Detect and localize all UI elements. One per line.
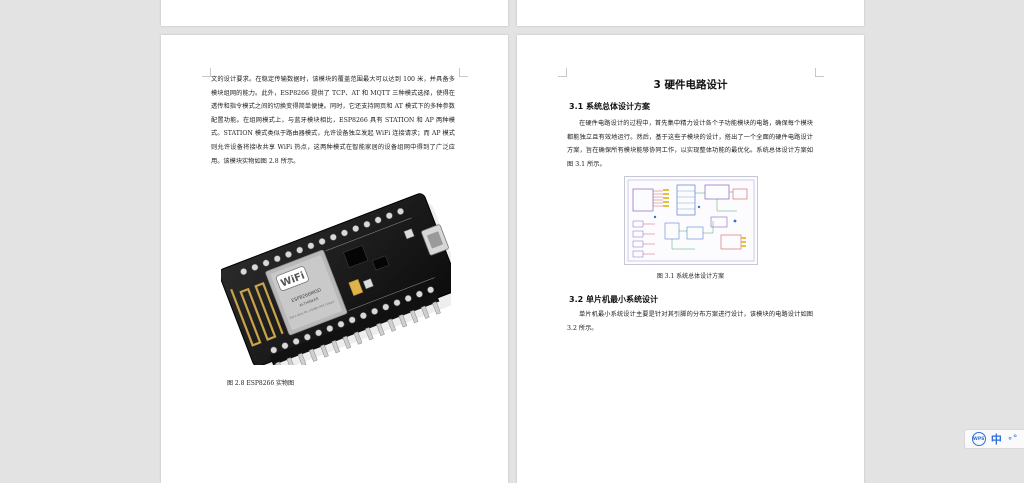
body-paragraph: 在硬件电路设计的过程中，首先集中精力设计各个子功能模块的电路，确保每个模块都能独…	[567, 120, 813, 168]
body-paragraph: 单片机最小系统设计主要是针对其引脚的分布方案进行设计，该模块的电路设计如图 3.…	[567, 311, 813, 332]
regulator-chip	[372, 255, 390, 271]
section-title: 3.1 系统总体设计方案	[569, 102, 650, 111]
chapter-title: 3 硬件电路设计	[653, 79, 728, 91]
system-schematic-figure	[624, 176, 758, 265]
esp8266-photo: WiFi ESP8266MOD AI-THINKER ISM 2.4GHz PA…	[221, 193, 451, 365]
section-title: 3.2 单片机最小系统设计	[569, 295, 658, 304]
more-options-icon[interactable]: ∘°	[1007, 434, 1018, 444]
body-paragraph: 文的设计要求。在稳定传输数据时，该模块的覆盖范围最大可以达到 100 米，并具备…	[211, 76, 455, 165]
capacitor	[348, 278, 364, 297]
pin-header-top	[240, 207, 404, 276]
previous-page-right	[517, 0, 864, 26]
wps-logo-icon: WPS	[971, 432, 986, 446]
chip-sub-label: AI-THINKER	[299, 297, 320, 308]
page-right: 3 硬件电路设计 3.1 系统总体设计方案 在硬件电路设计的过程中，首先集中精力…	[517, 35, 864, 483]
figure-caption: 图 3.1 系统总体设计方案	[656, 273, 725, 280]
floating-input-toolbar[interactable]: WPS 中 ∘°	[964, 429, 1024, 449]
pin-header-bottom	[269, 286, 441, 365]
margin-mark	[459, 68, 468, 77]
antenna-trace	[230, 281, 284, 347]
wifi-logo	[276, 266, 309, 291]
language-toggle-button[interactable]: 中	[990, 433, 1002, 446]
wps-logo-button[interactable]: WPS	[971, 431, 986, 447]
margin-mark	[815, 68, 824, 77]
button-reset	[403, 228, 415, 240]
page-left: 文的设计要求。在稳定传输数据时，该模块的覆盖范围最大可以达到 100 米，并具备…	[161, 35, 508, 483]
margin-mark	[558, 68, 567, 77]
button-flash	[362, 278, 374, 290]
previous-page-left	[161, 0, 508, 26]
figure-caption: 图 2.8 ESP8266 实物图	[227, 380, 295, 387]
usb-serial-chip	[343, 245, 369, 268]
margin-mark	[202, 68, 211, 77]
